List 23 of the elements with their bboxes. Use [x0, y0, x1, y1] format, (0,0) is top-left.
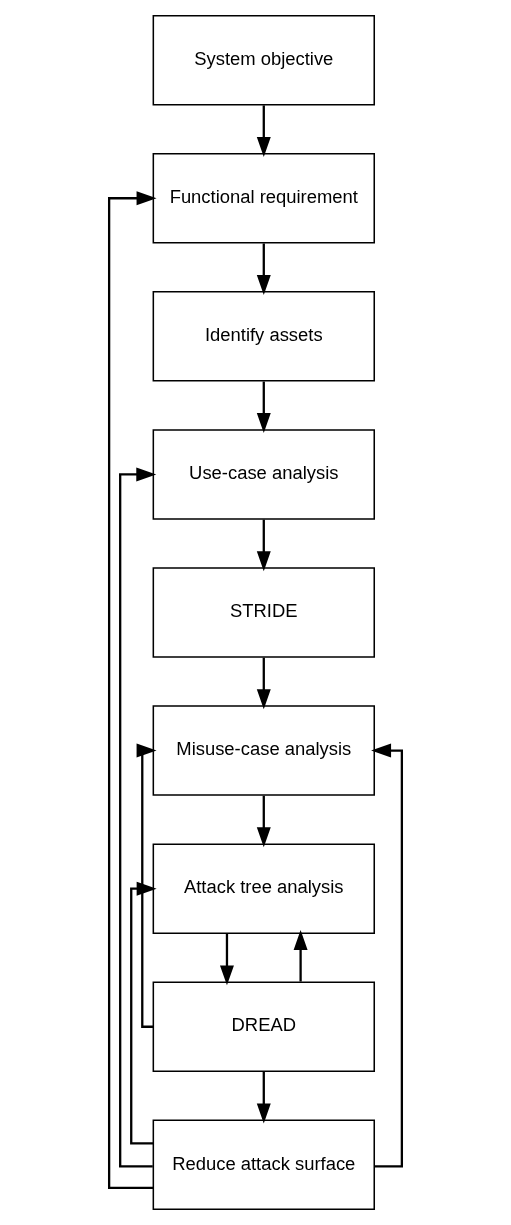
arrow [256, 657, 271, 710]
node-box: Identify assets [152, 291, 375, 382]
node-box: STRIDE [152, 567, 375, 658]
arrow [256, 105, 271, 157]
node-box: System objective [152, 14, 375, 106]
arrow [256, 243, 271, 295]
node-box: Functional requirement [152, 153, 375, 244]
arrow [256, 519, 271, 572]
arrow [256, 1071, 271, 1124]
arrow [371, 743, 403, 1168]
arrow [256, 795, 271, 848]
arrow [136, 743, 157, 1028]
node-box: Use-case analysis [152, 429, 375, 520]
arrow [108, 191, 157, 1189]
arrow [119, 467, 157, 1168]
arrow [293, 930, 308, 982]
node-box: Reduce attack surface [152, 1119, 375, 1211]
node-box: Misuse-case analysis [152, 705, 375, 796]
arrow [130, 881, 157, 1145]
arrow [219, 933, 234, 986]
node-box: DREAD [152, 981, 375, 1072]
arrow [256, 381, 271, 434]
node-box: Attack tree analysis [152, 843, 375, 934]
